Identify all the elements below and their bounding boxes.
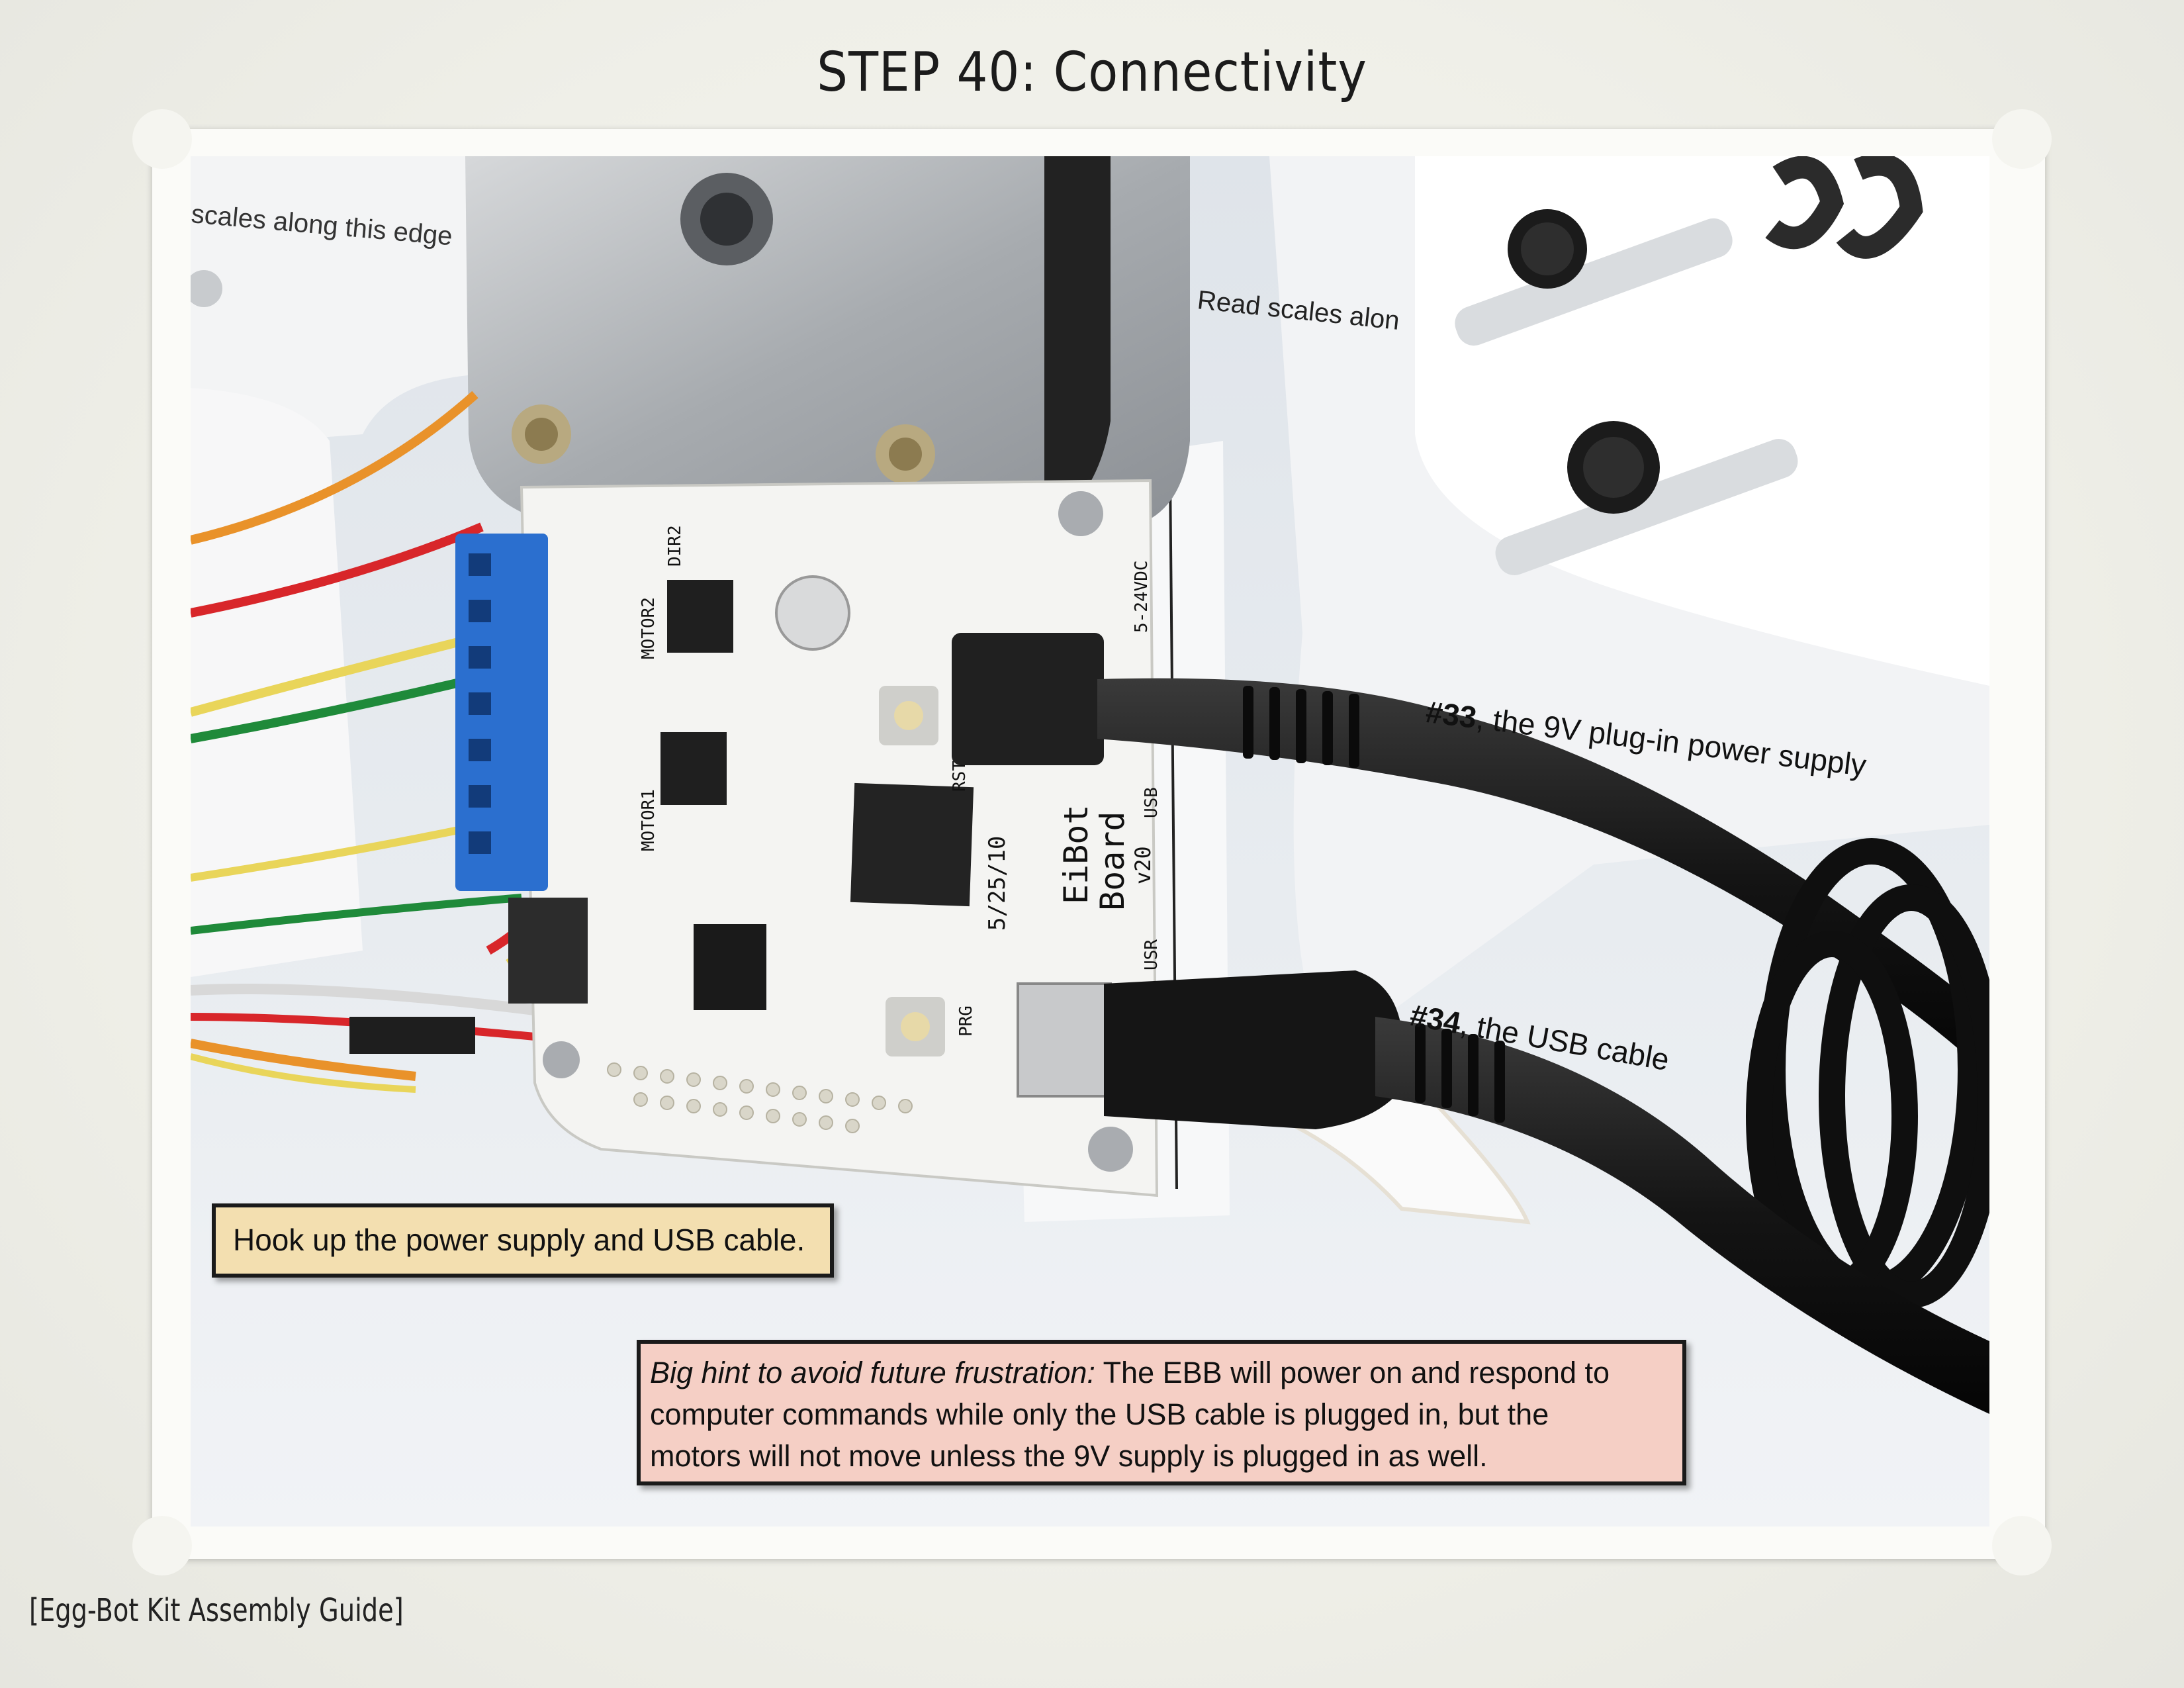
hookup-callout: Hook up the power supply and USB cable. <box>212 1203 834 1278</box>
photo-label-rst: RST <box>950 761 970 792</box>
assembly-photo: scales along this edge Read scales alon … <box>191 156 1989 1526</box>
hint-line-1: Big hint to avoid future frustration: Th… <box>650 1352 1673 1393</box>
photo-label-voltage: 5-24VDC <box>1132 560 1152 633</box>
hint-lead: Big hint to avoid future frustration: <box>650 1356 1095 1389</box>
photo-label-usb: USB <box>1142 787 1161 818</box>
hint-line-2: computer commands while only the USB cab… <box>650 1397 1549 1431</box>
photo-label-motor1: MOTOR1 <box>639 789 659 851</box>
hint-callout: Big hint to avoid future frustration: Th… <box>637 1340 1686 1485</box>
photo-label-prg: PRG <box>956 1006 976 1037</box>
hint-line-3: motors will not move unless the 9V suppl… <box>650 1439 1488 1473</box>
guide-footer: [Egg-Bot Kit Assembly Guide] <box>29 1592 404 1629</box>
frame-corner <box>132 109 192 169</box>
power-supply-part-number: #33 <box>1424 694 1479 735</box>
hint-line-1-text: The EBB will power on and respond to <box>1095 1356 1610 1389</box>
photo-label-board-name2: Board <box>1093 811 1132 911</box>
frame-corner <box>1992 1516 2052 1575</box>
photo-label-motor2: MOTOR2 <box>639 597 659 659</box>
photo-label-board-date: 5/25/10 <box>984 836 1011 931</box>
photo-label-usr: USR <box>1142 939 1161 970</box>
frame-corner <box>132 1516 192 1575</box>
photo-label-dir2: DIR2 <box>665 525 685 567</box>
page-title: STEP 40: Connectivity <box>817 41 1367 104</box>
frame-corner <box>1992 109 2052 169</box>
photo-label-board-name: EiBot <box>1057 804 1095 904</box>
photo-label-board-version: v20 <box>1130 846 1156 884</box>
